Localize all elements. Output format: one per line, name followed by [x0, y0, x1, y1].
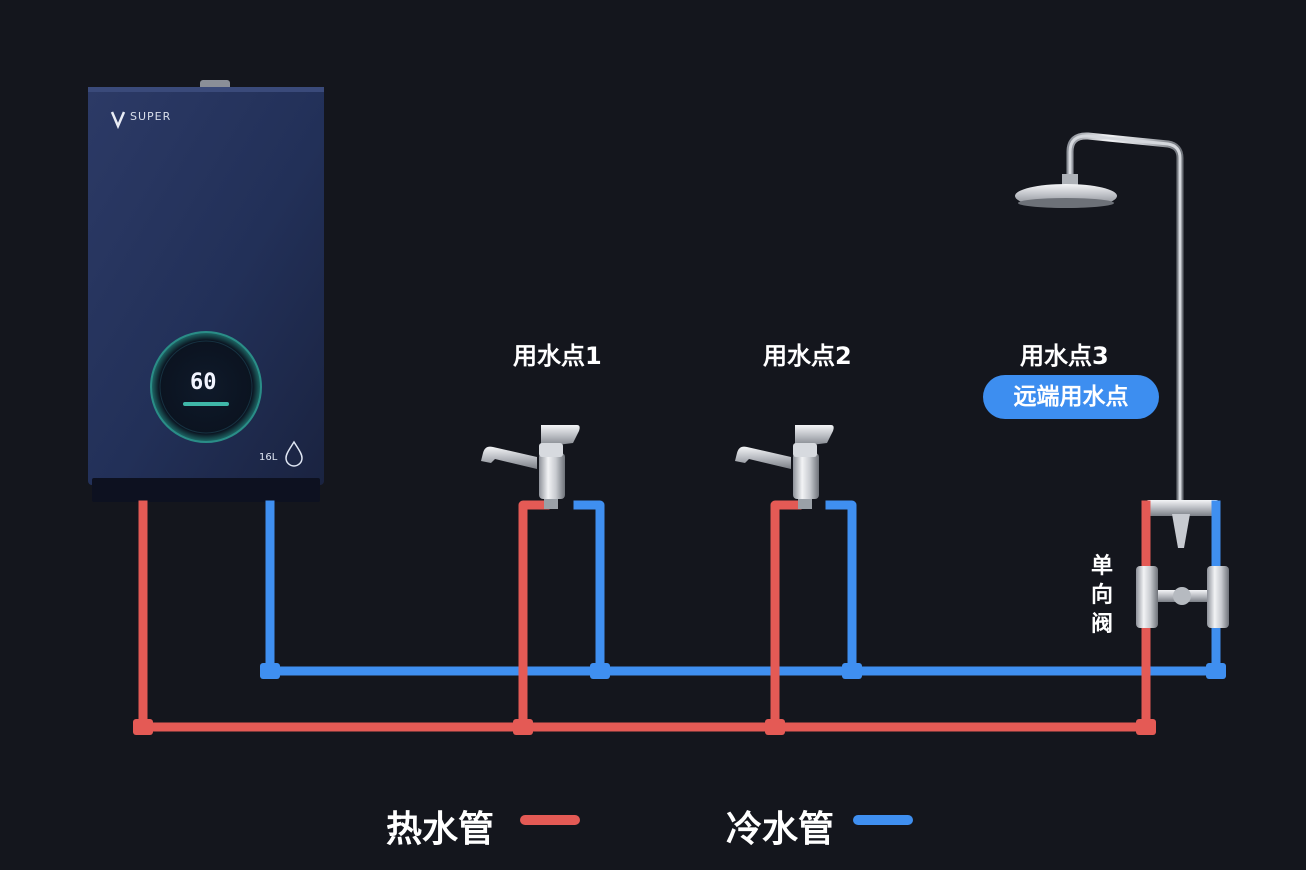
cold-joint-corner: [260, 663, 280, 679]
water-heater: [88, 80, 324, 502]
point-1-label: 用水点1: [513, 342, 602, 370]
legend-cold-label: 冷水管: [726, 809, 835, 850]
faucet-2-icon: [735, 425, 834, 509]
hot-branch-2: [770, 500, 802, 732]
check-valve-icon: [1136, 566, 1229, 628]
heater-logo-icon: [110, 111, 126, 130]
pipe-network: [133, 500, 1226, 735]
shower-fixture: [1015, 132, 1220, 548]
cold-joint-1: [590, 663, 610, 679]
check-valve-label: 单向阀: [1090, 554, 1113, 637]
legend-hot-label: 热水管: [386, 809, 495, 850]
legend-hot-swatch: [520, 815, 580, 825]
cold-branch-1: [573, 500, 605, 676]
water-drop-icon: [285, 440, 303, 467]
heater-display: [150, 331, 262, 443]
remote-point-badge: 远端用水点: [983, 375, 1159, 419]
hot-main-pipe: [138, 500, 1151, 732]
cold-joint-end: [1206, 663, 1226, 679]
hot-joint-1: [513, 719, 533, 735]
faucet-1-icon: [481, 425, 580, 509]
point-2-label: 用水点2: [763, 342, 852, 370]
hot-joint-corner: [133, 719, 153, 735]
hot-joint-end: [1136, 719, 1156, 735]
heater-brand: SUPER: [130, 110, 172, 123]
legend-cold-swatch: [853, 815, 913, 825]
point-3-label: 用水点3: [1020, 342, 1109, 370]
cold-main-pipe: [265, 500, 1221, 676]
hot-joint-2: [765, 719, 785, 735]
hot-branch-1: [518, 500, 550, 732]
cold-branch-2: [825, 500, 857, 676]
heater-capacity: 16L: [259, 452, 278, 463]
heater-temperature: 60: [190, 370, 217, 395]
cold-joint-2: [842, 663, 862, 679]
